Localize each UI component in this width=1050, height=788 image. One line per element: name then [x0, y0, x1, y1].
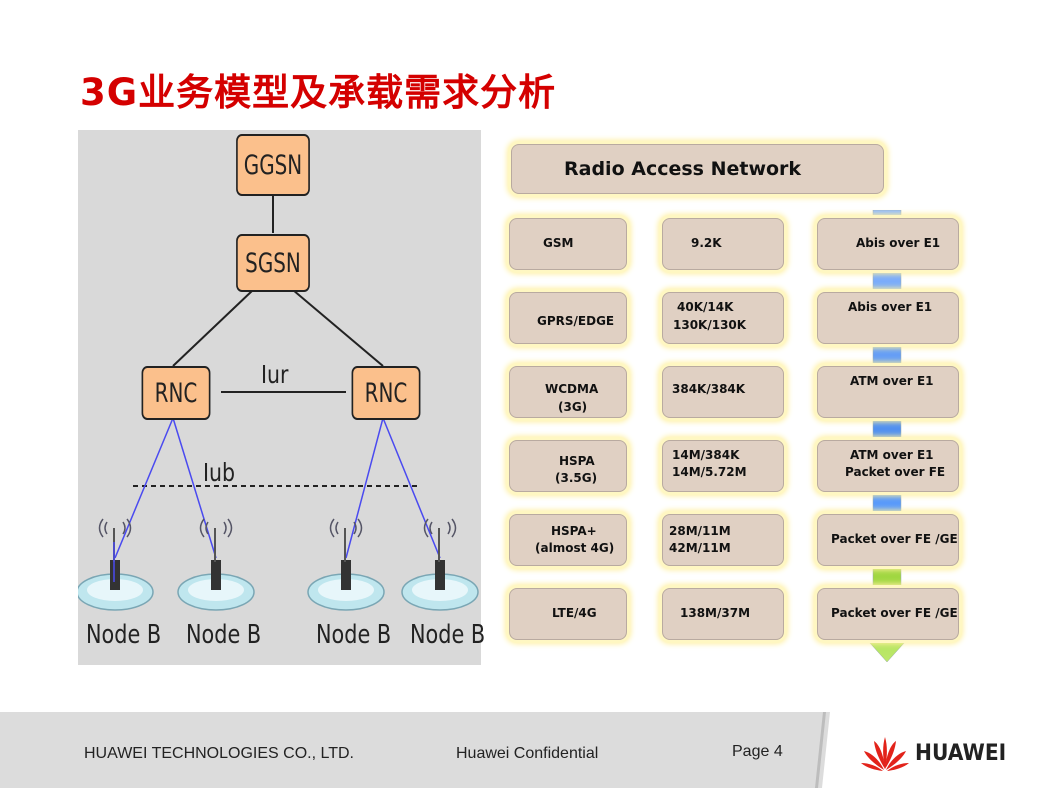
- transport-text: Packet over FE: [845, 465, 946, 479]
- tech-cell-hspa: HSPA (3.5G): [509, 440, 627, 492]
- transport-cell-gsm: Abis over E1: [817, 218, 959, 270]
- iub-label: Iub: [203, 458, 236, 487]
- transport-cell-hspa-plus: Packet over FE /GE: [817, 514, 959, 566]
- sgsn-rnc-left-link: [172, 289, 254, 367]
- rate-text: 14M/384K: [672, 448, 740, 462]
- tech-cell-gprs-edge: GPRS/EDGE: [509, 292, 627, 344]
- rate-text: 384K/384K: [672, 382, 746, 396]
- rate-text: 130K/130K: [673, 318, 747, 332]
- rnc-right-node: RNC: [351, 366, 421, 420]
- iub-link-2: [172, 417, 217, 559]
- rate-cell-gsm: 9.2K: [662, 218, 784, 270]
- rate-cell-wcdma: 384K/384K: [662, 366, 784, 418]
- transport-cell-wcdma: ATM over E1: [817, 366, 959, 418]
- diagram-links: [78, 196, 479, 611]
- base-station-3-icon: [307, 518, 385, 611]
- slide-title: 3G业务模型及承载需求分析: [80, 71, 557, 114]
- transport-text: ATM over E1: [850, 448, 934, 462]
- iub-link-4: [382, 417, 441, 559]
- transport-text: Packet over FE /GE: [831, 606, 958, 620]
- transport-text: ATM over E1: [850, 374, 934, 388]
- sgsn-rnc-right-link: [292, 289, 384, 367]
- transport-text: Abis over E1: [856, 236, 941, 250]
- rate-cell-gprs-edge: 40K/14K 130K/130K: [662, 292, 784, 344]
- node-b-label-4: Node B: [410, 620, 486, 650]
- rnc-left-node: RNC: [141, 366, 211, 420]
- tech-cell-hspa-plus: HSPA+ (almost 4G): [509, 514, 627, 566]
- node-b-label-3: Node B: [316, 620, 392, 650]
- rate-cell-hspa-plus: 28M/11M 42M/11M: [662, 514, 784, 566]
- tech-cell-lte: LTE/4G: [509, 588, 627, 640]
- footer-logo-area: [822, 712, 1050, 788]
- rate-text: 28M/11M: [669, 524, 731, 538]
- node-b-label-1: Node B: [86, 620, 162, 650]
- transport-text: Abis over E1: [848, 300, 933, 314]
- transport-cell-lte: Packet over FE /GE: [817, 588, 959, 640]
- transport-text: Packet over FE /GE: [831, 532, 958, 546]
- tech-text: WCDMA: [545, 382, 599, 396]
- tech-text: HSPA+: [551, 524, 597, 538]
- tech-cell-wcdma: WCDMA (3G): [509, 366, 627, 418]
- iub-link-1: [114, 417, 174, 559]
- transport-cell-gprs-edge: Abis over E1: [817, 292, 959, 344]
- iur-label: Iur: [261, 360, 289, 389]
- page-number: Page 4: [732, 743, 783, 760]
- rate-cell-hspa: 14M/384K 14M/5.72M: [662, 440, 784, 492]
- sgsn-node: SGSN: [236, 234, 310, 292]
- base-station-4-icon: [401, 518, 479, 611]
- network-diagram: GGSN SGSN RNC RNC Iur Iub Node B Node B …: [78, 130, 485, 665]
- tech-cell-gsm: GSM: [509, 218, 627, 270]
- rate-text: 9.2K: [691, 236, 722, 250]
- ggsn-node: GGSN: [236, 134, 310, 196]
- node-b-label-2: Node B: [186, 620, 262, 650]
- base-station-1-icon: [78, 518, 154, 611]
- footer-confidential: Huawei Confidential: [456, 745, 599, 762]
- footer-bar: [0, 712, 1050, 788]
- base-station-2-icon: [177, 518, 255, 611]
- tech-text: GPRS/EDGE: [537, 314, 615, 328]
- iub-link-3: [345, 417, 384, 559]
- footer-company: HUAWEI TECHNOLOGIES CO., LTD.: [84, 745, 354, 762]
- rate-text: 40K/14K: [677, 300, 734, 314]
- rate-text: 42M/11M: [669, 541, 731, 555]
- transport-cell-hspa: ATM over E1 Packet over FE: [817, 440, 959, 492]
- huawei-brand-text: HUAWEI: [915, 741, 1007, 766]
- huawei-logo-icon: [861, 737, 909, 771]
- tech-text: GSM: [543, 236, 574, 250]
- tech-text: (3G): [558, 400, 588, 414]
- tech-text: HSPA: [559, 454, 595, 468]
- tech-text: LTE/4G: [552, 606, 597, 620]
- rate-text: 14M/5.72M: [672, 465, 747, 479]
- rate-cell-lte: 138M/37M: [662, 588, 784, 640]
- tech-text: (almost 4G): [535, 541, 615, 555]
- tech-text: (3.5G): [555, 471, 598, 485]
- rate-text: 138M/37M: [680, 606, 751, 620]
- ran-header: Radio Access Network: [511, 144, 884, 194]
